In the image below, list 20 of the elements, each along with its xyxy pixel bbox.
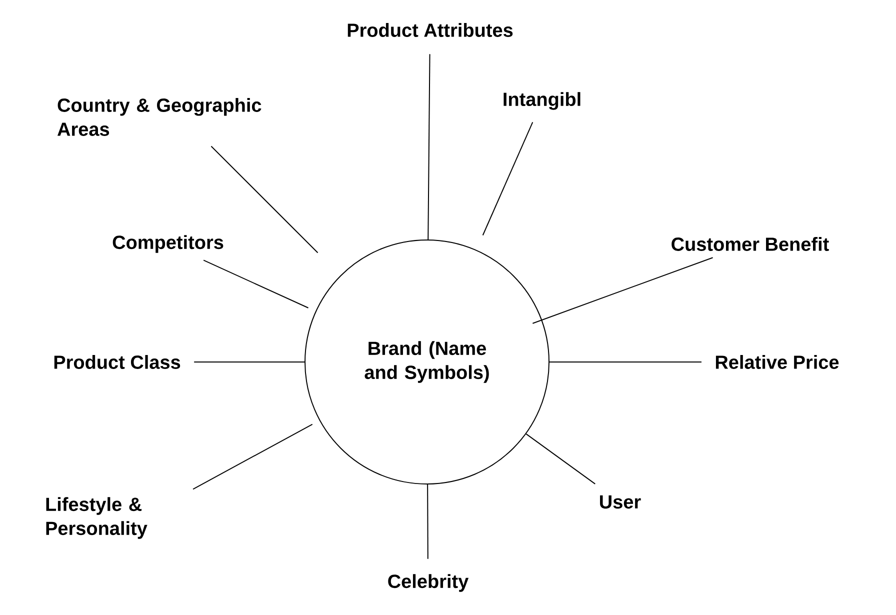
connector-line [210,146,318,254]
connector-line [203,260,309,308]
label-text: Product Class [54,355,180,369]
connector-line [526,433,596,484]
label-text: Competitors [112,235,224,253]
label-text: Intangibl [504,92,580,110]
connector-line [482,122,534,236]
connector-line [428,54,430,240]
label-text: User [600,495,641,509]
label-text: Relative Price [716,355,839,369]
connector-line [427,484,428,560]
connector-line [192,424,313,490]
label-text: Celebrity [388,574,469,592]
label-text: Country & Geographic Areas [57,98,262,136]
label-text: Lifestyle & Personality [46,497,148,539]
label-text: Customer Benefit [672,237,829,251]
connector-line [194,361,305,362]
connector-line [532,257,714,324]
label-text: Product Attributes [348,23,513,37]
connector-line [549,361,702,362]
